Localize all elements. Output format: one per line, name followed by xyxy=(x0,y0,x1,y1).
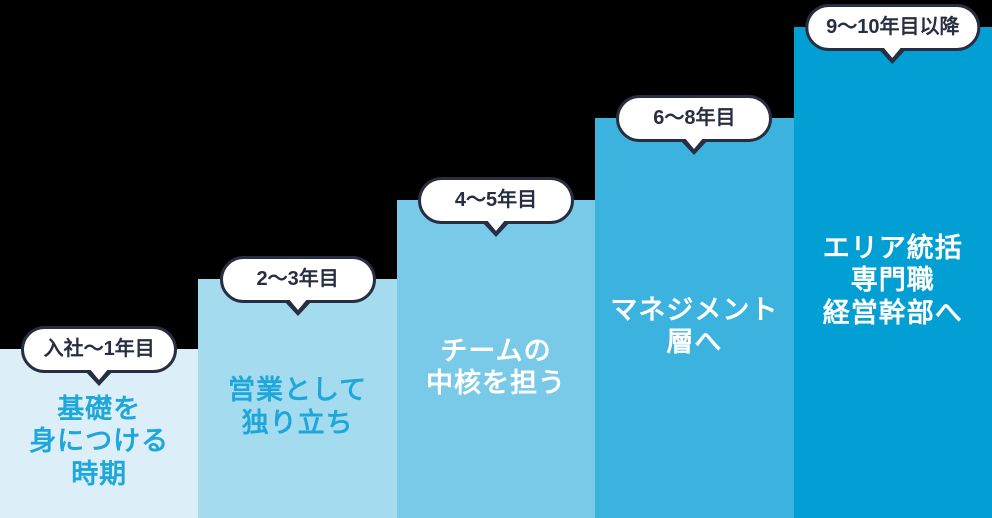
step-description-line: 中核を担う xyxy=(425,368,566,398)
bubble-tail-icon xyxy=(684,137,705,149)
step-description-line: 独り立ち xyxy=(241,407,354,438)
step-description-line: 営業として xyxy=(227,375,368,406)
career-step-bar: 入社〜1年目 基礎を身につける時期 xyxy=(0,326,199,518)
step-description-line: 専門職 xyxy=(850,265,935,296)
step-description: エリア統括専門職経営幹部へ xyxy=(823,232,963,329)
step-description: マネジメント層へ xyxy=(610,294,778,359)
step-description-line: 時期 xyxy=(71,458,128,489)
step-description-line: 層へ xyxy=(666,327,723,357)
step-description: 営業として独り立ち xyxy=(228,374,367,439)
period-bubble: 4〜5年目 xyxy=(417,177,574,237)
period-bubble: 入社〜1年目 xyxy=(21,326,178,386)
bubble-tail-icon xyxy=(882,46,903,58)
career-step-bar: 9〜10年目以降 エリア統括専門職経営幹部へ xyxy=(793,4,992,518)
period-bubble: 2〜3年目 xyxy=(219,256,376,316)
step-description: チームの中核を担う xyxy=(426,335,566,400)
period-label: 9〜10年目以降 xyxy=(826,16,960,38)
period-label: 2〜3年目 xyxy=(256,268,339,290)
step-description-line: 身につける xyxy=(29,426,170,457)
bubble-tail-icon xyxy=(89,368,110,380)
step-description-line: マネジメント xyxy=(610,294,779,325)
bubble-tail-icon xyxy=(485,219,506,231)
period-bubble: 9〜10年目以降 xyxy=(805,4,981,64)
step-description: 基礎を身につける時期 xyxy=(29,393,169,490)
period-bubble: 6〜8年目 xyxy=(616,95,773,155)
step-description-line: 経営幹部へ xyxy=(822,297,963,328)
career-step-bar: 4〜5年目 チームの中核を担う xyxy=(396,177,596,518)
step-description-line: チームの xyxy=(440,335,552,366)
career-step-bar: 6〜8年目 マネジメント層へ xyxy=(595,95,794,518)
step-description-line: エリア統括 xyxy=(822,232,963,263)
period-label: 入社〜1年目 xyxy=(43,338,155,360)
period-label: 6〜8年目 xyxy=(653,107,736,129)
bubble-tail-icon xyxy=(287,298,308,310)
step-description-line: 基礎を xyxy=(57,393,142,424)
period-label: 4〜5年目 xyxy=(454,189,538,211)
career-step-bar: 2〜3年目 営業として独り立ち xyxy=(198,256,397,518)
